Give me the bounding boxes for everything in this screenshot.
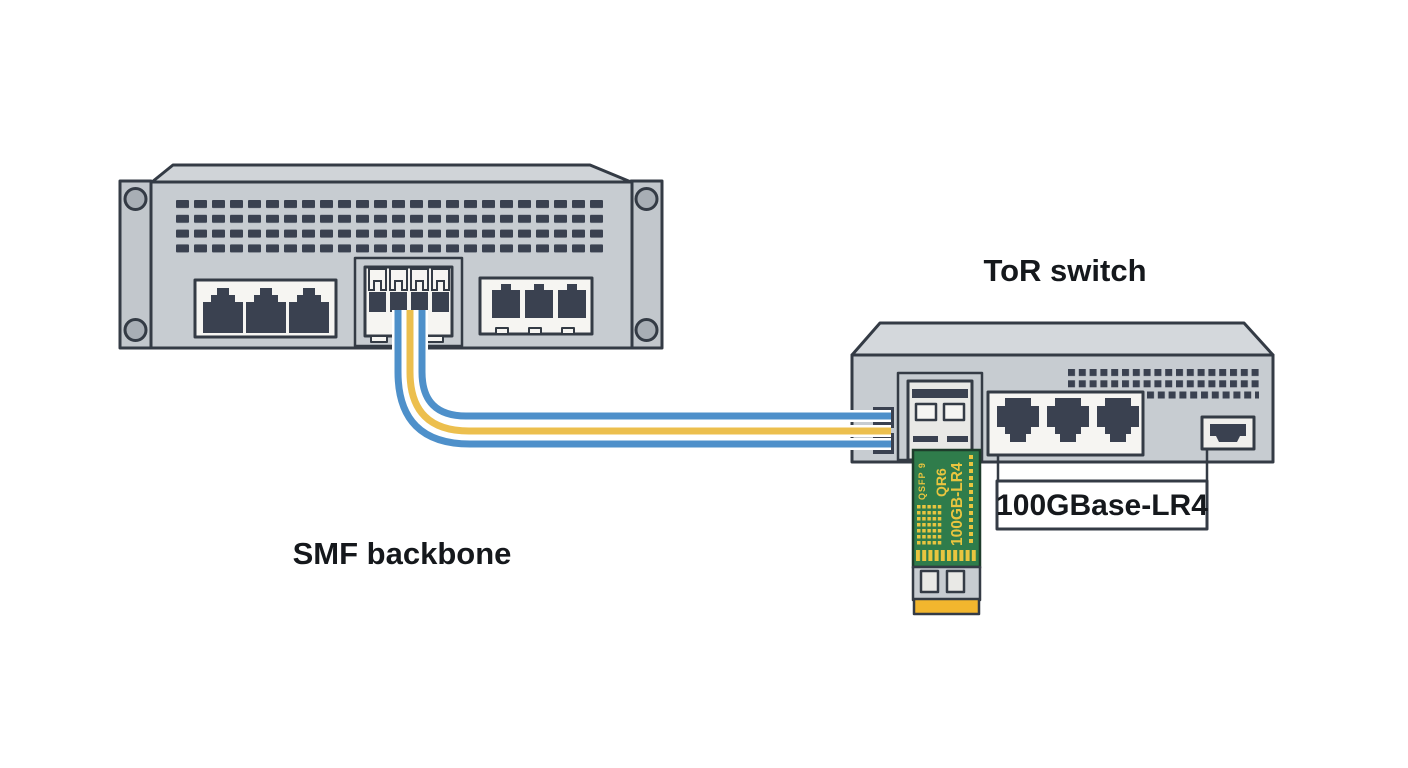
fiber-port xyxy=(411,292,428,312)
chassis-top-face xyxy=(150,163,633,184)
sc-bottom-tab xyxy=(528,327,542,335)
switch-rj45-panel xyxy=(986,390,1145,457)
sc-port xyxy=(492,290,520,318)
transceiver-latch xyxy=(945,569,966,594)
cassette-tab xyxy=(370,335,388,343)
qsfp-latch-bar xyxy=(912,389,968,398)
backbone-chassis xyxy=(118,163,664,350)
qsfp-transceiver: QSFP 9 QR6 100GB-LR4 xyxy=(911,448,982,616)
screw-hole xyxy=(123,187,148,211)
sc-port-panel xyxy=(478,276,594,336)
transceiver-marking-small: QSFP 9 xyxy=(917,462,927,500)
callout-box xyxy=(995,479,1209,531)
qsfp-window xyxy=(942,402,966,422)
screw-hole xyxy=(634,187,659,211)
fiber-cable-blue-1 xyxy=(418,310,891,420)
transceiver-marking-mid: QR6 xyxy=(933,468,949,497)
transceiver-edge-connector xyxy=(912,597,981,616)
tor-switch-title: ToR switch xyxy=(983,253,1146,288)
transceiver-marking-large: 100GB-LR4 xyxy=(949,462,966,546)
pcb-pad-grid xyxy=(917,505,943,547)
fiber-cable-yellow xyxy=(406,310,891,435)
sc-bottom-tab xyxy=(561,327,575,335)
switch-top-face xyxy=(850,321,1275,357)
console-port-inner xyxy=(1210,424,1246,442)
fiber-cable-blue-2 xyxy=(394,310,891,448)
switch-vent-grid xyxy=(1147,391,1259,400)
chassis-vent-grid xyxy=(176,200,606,258)
screw-hole xyxy=(123,318,148,342)
qsfp-cage xyxy=(896,371,984,462)
pcb-pad-row xyxy=(916,550,978,563)
rj45-port-panel xyxy=(193,278,338,339)
switch-vent-grid xyxy=(1068,369,1259,388)
screw-hole xyxy=(634,318,659,342)
fiber-port xyxy=(390,292,407,312)
smf-backbone-label: SMF backbone xyxy=(293,536,512,571)
console-port xyxy=(1200,415,1256,451)
fiber-cables xyxy=(392,310,891,450)
transceiver-latch xyxy=(919,569,940,594)
qsfp-latch-dash xyxy=(947,436,968,442)
sc-port xyxy=(558,290,586,318)
sc-bottom-tab xyxy=(495,327,509,335)
qsfp-window xyxy=(914,402,938,422)
fiber-port xyxy=(432,292,449,312)
sc-port-tab xyxy=(567,284,577,290)
cassette-tab xyxy=(426,335,444,343)
sc-port xyxy=(525,290,553,318)
callout-label: 100GBase-LR4 xyxy=(996,489,1208,522)
pcb-pad-column xyxy=(969,455,974,545)
sc-port-tab xyxy=(534,284,544,290)
sc-port-tab xyxy=(501,284,511,290)
callout: 100GBase-LR4 xyxy=(995,449,1209,531)
fiber-port xyxy=(369,292,386,312)
qsfp-latch-dash xyxy=(913,436,938,442)
